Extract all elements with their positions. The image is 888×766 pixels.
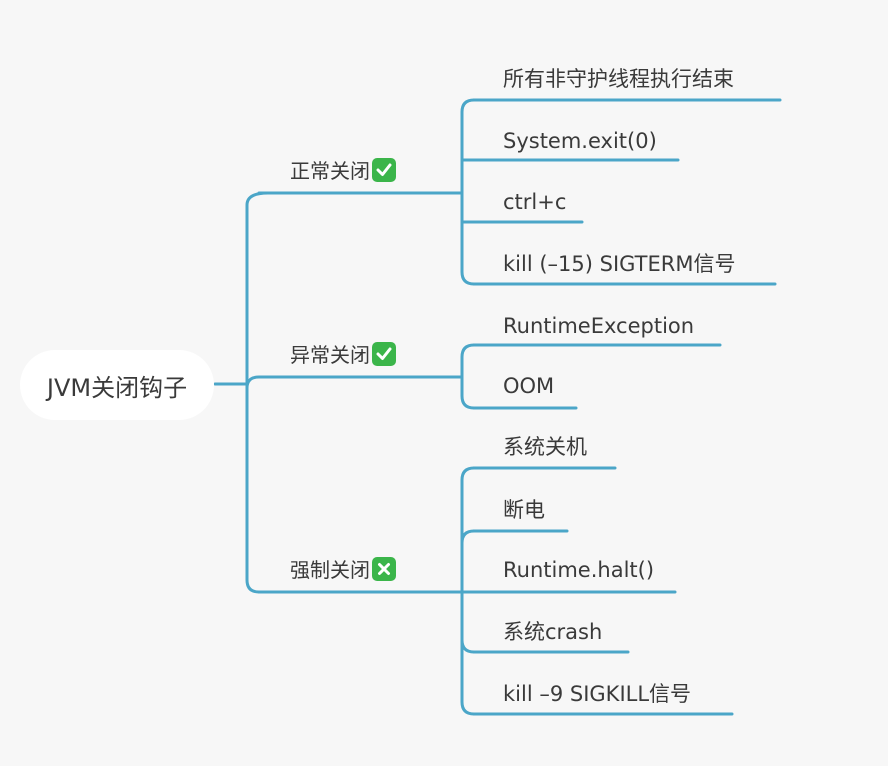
root-node[interactable]: JVM关闭钩子 bbox=[20, 350, 214, 420]
main-spine bbox=[245, 191, 270, 594]
leaf-item[interactable]: System.exit(0) bbox=[503, 129, 657, 153]
leaf-item[interactable]: RuntimeException bbox=[503, 314, 695, 338]
main-branch-middle bbox=[245, 375, 432, 390]
leaf-item[interactable]: kill (–15) SIGTERM信号 bbox=[503, 252, 736, 276]
leaf-item[interactable]: 系统crash bbox=[503, 620, 603, 644]
leaf-item[interactable]: 系统关机 bbox=[503, 435, 587, 459]
cat3-item4-line bbox=[460, 638, 476, 654]
leaf-item[interactable]: 所有非守护线程执行结束 bbox=[503, 67, 734, 91]
category-normal-shutdown[interactable]: 正常关闭 bbox=[290, 158, 396, 184]
leaf-item[interactable]: OOM bbox=[503, 374, 555, 398]
cat3-item2-line bbox=[460, 529, 476, 545]
cat2-bracket bbox=[460, 343, 476, 410]
leaf-item[interactable]: ctrl+c bbox=[503, 190, 567, 214]
root-node-label: JVM关闭钩子 bbox=[46, 373, 188, 402]
leaf-item[interactable]: 断电 bbox=[503, 498, 545, 522]
category-abnormal-shutdown[interactable]: 异常关闭 bbox=[290, 342, 396, 368]
leaf-item[interactable]: kill –9 SIGKILL信号 bbox=[503, 682, 692, 706]
category-label: 正常关闭 bbox=[290, 159, 370, 183]
category-label: 异常关闭 bbox=[290, 343, 370, 367]
cat1-bracket bbox=[460, 98, 476, 286]
leaf-item[interactable]: Runtime.halt() bbox=[503, 558, 655, 582]
cross-mark-icon bbox=[372, 557, 396, 581]
check-mark-icon bbox=[372, 158, 396, 182]
category-label: 强制关闭 bbox=[290, 558, 370, 582]
check-mark-icon bbox=[372, 342, 396, 366]
category-forced-shutdown[interactable]: 强制关闭 bbox=[290, 557, 396, 583]
